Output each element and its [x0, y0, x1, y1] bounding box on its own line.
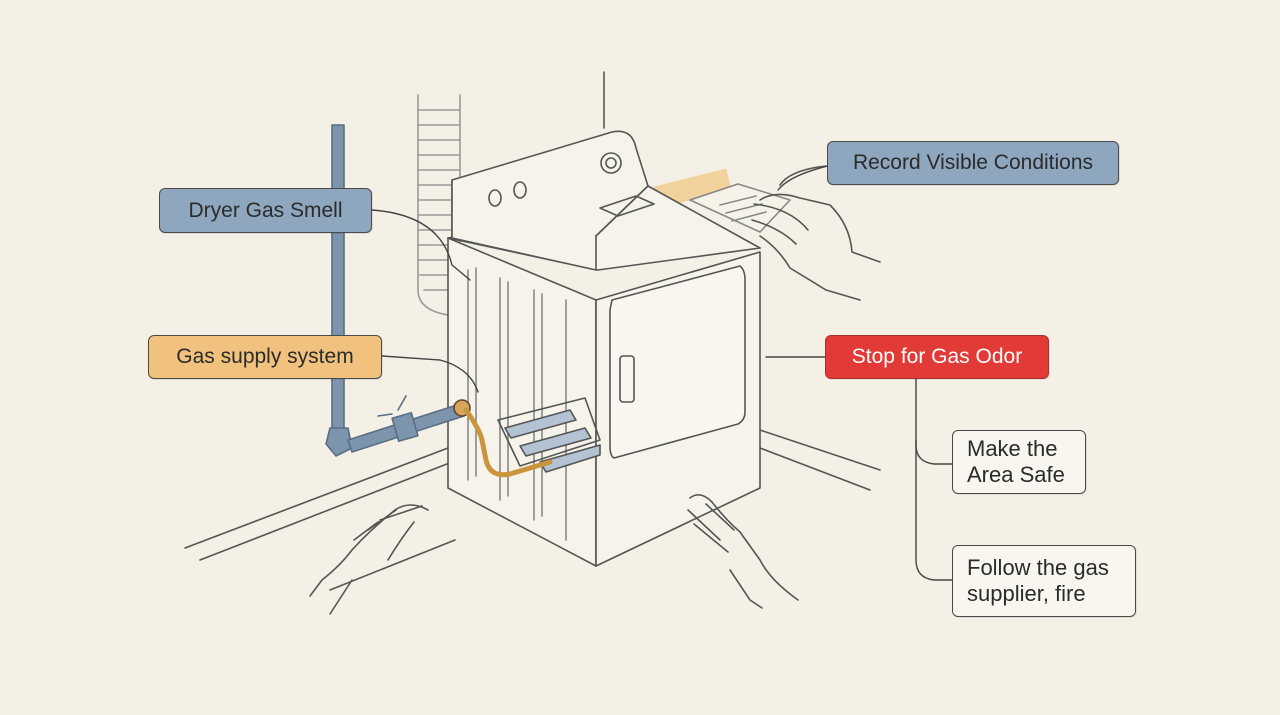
make-area-safe-line-1: Make the — [967, 436, 1058, 461]
make-area-safe-label: Make the Area Safe — [952, 430, 1086, 494]
clipboard — [689, 183, 791, 233]
gas-supply-system-label: Gas supply system — [148, 335, 382, 379]
connector-hose — [463, 407, 553, 478]
follow-gas-supplier-line-2: supplier, fire — [967, 581, 1086, 606]
dryer-gas-smell-text: Dryer Gas Smell — [188, 198, 343, 222]
gas-supply-system-text: Gas supply system — [176, 345, 354, 368]
make-area-safe-line-2: Area Safe — [967, 462, 1065, 487]
dryer-gas-smell-label: Dryer Gas Smell — [159, 188, 372, 233]
burner-tubes — [497, 397, 601, 473]
hands — [309, 165, 881, 615]
stop-for-gas-odor-text: Stop for Gas Odor — [851, 345, 1023, 368]
follow-gas-supplier-line-1: Follow the gas — [967, 555, 1109, 580]
leader-lines — [371, 165, 953, 581]
dryer-door — [609, 265, 746, 459]
stop-for-gas-odor-label: Stop for Gas Odor — [825, 335, 1049, 379]
control-knobs — [488, 152, 655, 217]
record-visible-conditions-text: Record Visible Conditions — [852, 151, 1094, 174]
follow-gas-supplier-label: Follow the gas supplier, fire — [952, 545, 1136, 617]
record-visible-conditions-label: Record Visible Conditions — [827, 141, 1119, 185]
